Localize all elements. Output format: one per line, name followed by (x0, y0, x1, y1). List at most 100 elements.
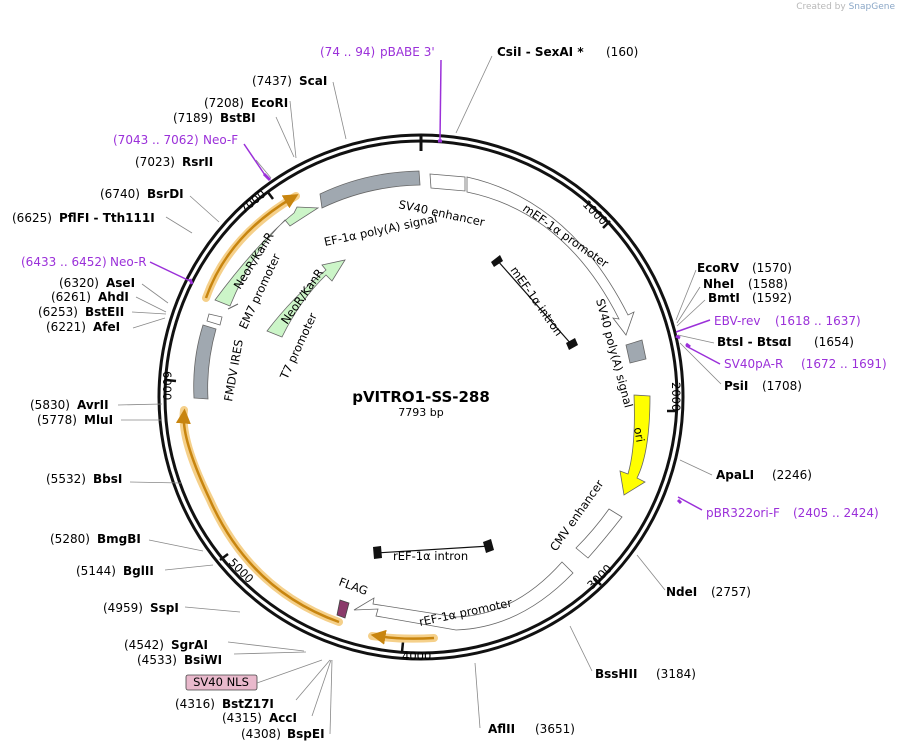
tick-4000 (400, 641, 405, 653)
tick-6000 (165, 378, 177, 383)
site-mlui-name[interactable]: MluI (84, 413, 113, 427)
primer-neo-r-range: (6433 .. 6452) (21, 255, 107, 269)
orf-bottom-arrow[interactable] (370, 629, 435, 645)
site-psii-name[interactable]: PsiI (724, 379, 748, 393)
site-nhei-name[interactable]: NheI (703, 277, 734, 291)
tick-3000 (593, 577, 602, 586)
site-bmti-pos: (1592) (752, 291, 792, 305)
site-bglii-name[interactable]: BglII (123, 564, 154, 578)
site-ndei-name[interactable]: NdeI (666, 585, 697, 599)
ori-label: ori (631, 426, 647, 443)
site-nhei-pos: (1588) (748, 277, 788, 291)
site-bspei-pos: (4308) (241, 727, 281, 741)
ref1a-promoter-feature[interactable] (353, 561, 574, 631)
orf-left-highlight (179, 406, 343, 626)
site-avrii-name[interactable]: AvrII (77, 398, 109, 412)
site-bsrdi-name[interactable]: BsrDI (147, 187, 184, 201)
backbone-outer-ring (157, 133, 685, 661)
plasmid-name: pVITRO1-SS-288 (352, 388, 490, 406)
sv40-nls-label: SV40 NLS (193, 675, 249, 689)
site-csii-sexai-name[interactable]: CsiI - SexAI * (497, 45, 584, 59)
sv40-nls-box[interactable] (185, 674, 258, 691)
site-bsteii-name[interactable]: BstEII (85, 305, 124, 319)
site-psii-pos: (1708) (762, 379, 802, 393)
site-bspei-name[interactable]: BspEI (287, 727, 325, 741)
site-scai-name[interactable]: ScaI (299, 74, 327, 88)
ori-feature[interactable] (619, 394, 651, 496)
snapgene-brand: SnapGene (848, 2, 895, 12)
site-bbsi-pos: (5532) (46, 472, 86, 486)
site-sgrai-name[interactable]: SgrAI (171, 638, 208, 652)
site-ahdi-name[interactable]: AhdI (98, 290, 129, 304)
tick-5000 (219, 553, 229, 561)
ref1a-intron-cap-end (483, 539, 494, 553)
ef1a-polya-label: EF-1α poly(A) signal (323, 211, 439, 249)
site-apali-name[interactable]: ApaLI (716, 468, 754, 482)
site-afei-pos: (6221) (46, 320, 86, 334)
fmdv-ires-label: FMDV IRES (221, 338, 246, 402)
ref1a-intron-label: rEF-1α intron (393, 549, 468, 563)
orf-left-arrow[interactable] (175, 408, 340, 624)
mef1a-intron-cap-end (566, 338, 578, 350)
site-bsiwi-name[interactable]: BsiWI (184, 653, 222, 667)
primer-markers (149, 59, 721, 511)
orf-upper-arrow[interactable] (204, 194, 299, 299)
primer-ebv-rev-name[interactable]: EBV-rev (714, 314, 760, 328)
small-feature-box[interactable] (206, 313, 223, 326)
sv40-enhancer-feature[interactable] (319, 170, 421, 209)
site-bsshii-name[interactable]: BssHII (595, 667, 637, 681)
site-asei-name[interactable]: AseI (106, 276, 135, 290)
site-bstz17i-name[interactable]: BstZ17I (222, 697, 274, 711)
mef1a-promoter-feature[interactable] (429, 173, 466, 192)
site-leader-lines (117, 55, 722, 735)
site-bglii-pos: (5144) (76, 564, 116, 578)
primer-neo-f-name[interactable]: Neo-F (203, 133, 238, 147)
site-bbsi-name[interactable]: BbsI (93, 472, 122, 486)
neokan-1-feature[interactable] (214, 206, 320, 307)
sv40-polya-feature[interactable] (625, 339, 647, 364)
primer-neo-r-name[interactable]: Neo-R (110, 255, 147, 269)
site-bsrdi-pos: (6740) (100, 187, 140, 201)
site-sspi-name[interactable]: SspI (150, 601, 179, 615)
cmv-enhancer-feature[interactable] (575, 508, 623, 559)
neokan-2-feature[interactable] (266, 259, 346, 338)
primer-pbabe-name[interactable]: pBABE 3' (380, 45, 435, 59)
mef1a-intron-line (496, 259, 573, 346)
fmdv-ires-feature[interactable] (193, 324, 217, 400)
tick-label-7000: 7000 (237, 187, 268, 217)
primer-pbabe-range: (74 .. 94) (320, 45, 375, 59)
snapgene-watermark: Created by SnapGene (796, 2, 895, 12)
site-ecorv-name[interactable]: EcoRV (697, 261, 740, 275)
site-bmgbi-name[interactable]: BmgBI (97, 532, 141, 546)
sv40-nls-leader (256, 659, 323, 684)
primer-sv40pa-r-name[interactable]: SV40pA-R (724, 357, 783, 371)
site-ecori-name[interactable]: EcoRI (251, 96, 288, 110)
right-site-labels: CsiI - SexAI * (160) EcoRV (1570) NheI (… (488, 45, 854, 736)
site-bmgbi-pos: (5280) (50, 532, 90, 546)
site-bsshii-pos: (3184) (656, 667, 696, 681)
site-bmti-name[interactable]: BmtI (708, 291, 740, 305)
site-ecori-pos: (7208) (204, 96, 244, 110)
site-csii-sexai-pos: (160) (606, 45, 638, 59)
mef1a-promoter-arrow[interactable] (466, 176, 635, 336)
site-rsrii-name[interactable]: RsrII (182, 155, 213, 169)
site-acci-name[interactable]: AccI (269, 711, 297, 725)
primer-pbr322ori-f-name[interactable]: pBR322ori-F (706, 506, 780, 520)
mef1a-intron-cap-start (491, 255, 503, 267)
site-aflii-pos: (3651) (535, 722, 575, 736)
plasmid-length: 7793 bp (398, 406, 443, 419)
site-btsi-pos: (1654) (814, 335, 854, 349)
site-bstbi-name[interactable]: BstBI (220, 111, 256, 125)
tick-label-2000: 2000 (669, 382, 683, 411)
site-acci-pos: (4315) (222, 711, 262, 725)
site-btsi-name[interactable]: BtsI - BtsαI (717, 335, 792, 349)
site-afei-name[interactable]: AfeI (93, 320, 120, 334)
site-bsteii-pos: (6253) (38, 305, 78, 319)
flag-feature[interactable] (336, 599, 350, 619)
site-pflfi-name[interactable]: PflFI - Tth111I (59, 211, 155, 225)
tick-label-6000: 6000 (160, 371, 174, 400)
site-bstz17i-pos: (4316) (175, 697, 215, 711)
site-aflii-name[interactable]: AflII (488, 722, 515, 736)
primer-sv40pa-r-range: (1672 .. 1691) (801, 357, 887, 371)
